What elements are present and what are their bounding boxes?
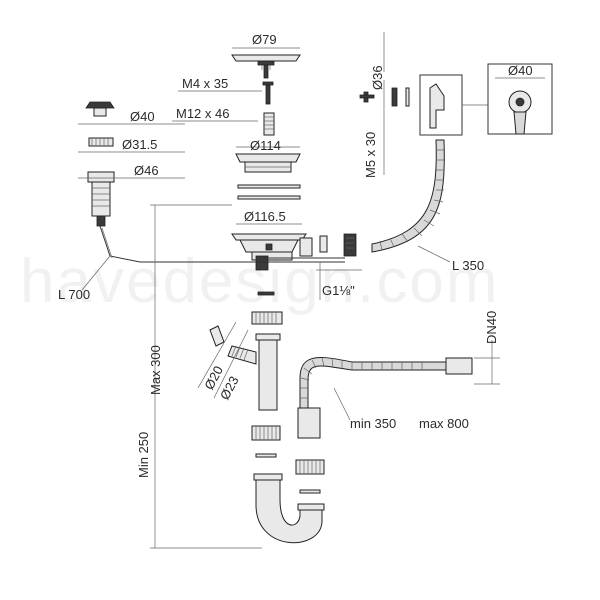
label-g118: G1⅛"	[322, 283, 355, 298]
trap-top-nut	[251, 311, 283, 325]
label-d40-right: Ø40	[508, 63, 533, 78]
washer-2	[237, 195, 301, 200]
dim-d79: Ø79	[232, 32, 300, 49]
label-l700: L 700	[58, 287, 90, 302]
hose-end-connector	[445, 357, 473, 375]
popup-knob-part	[85, 101, 115, 117]
m12-bolt-part	[263, 112, 275, 136]
trap-washer-mid	[255, 453, 277, 458]
label-d114: Ø114	[250, 138, 281, 153]
washer-1	[237, 184, 301, 189]
label-dn40: DN40	[484, 311, 499, 344]
hose-trap-connector	[297, 407, 321, 439]
overflow-gasket-part	[405, 87, 410, 107]
label-min250: Min 250	[136, 432, 151, 478]
trap-washer-right	[299, 489, 321, 494]
trap-nut-left	[251, 425, 281, 441]
m4-screw-part	[262, 81, 274, 105]
overflow-cover-part	[391, 87, 398, 107]
flexible-waste-hose	[299, 357, 447, 409]
label-m5x30: M5 x 30	[363, 132, 378, 178]
popup-body-part	[87, 171, 115, 227]
label-d46: Ø46	[134, 163, 159, 178]
waste-body-part	[231, 233, 345, 271]
trap-tee-part	[255, 333, 281, 411]
label-d79: Ø79	[252, 32, 277, 47]
sink-flange-part	[235, 146, 301, 173]
trap-washer-top	[257, 291, 275, 296]
u-bend-trap	[255, 475, 323, 544]
popup-ring-part	[88, 137, 114, 147]
trap-nut-right	[295, 459, 325, 475]
label-m4x35: M4 x 35	[182, 76, 228, 91]
label-min350: min 350	[350, 416, 396, 431]
label-d36: Ø36	[370, 65, 385, 90]
label-d1165: Ø116.5	[244, 209, 286, 224]
label-m12x46: M12 x 46	[176, 106, 229, 121]
label-max800: max 800	[419, 416, 469, 431]
label-max300: Max 300	[148, 345, 163, 395]
label-d40-left: Ø40	[130, 109, 155, 124]
overflow-washer-part	[319, 235, 328, 253]
label-l350: L 350	[452, 258, 484, 273]
overflow-nut-part	[343, 233, 357, 257]
m5-screw-part	[359, 91, 375, 103]
label-d315: Ø31.5	[122, 137, 157, 152]
dishwasher-spigot-part	[209, 325, 257, 365]
strainer-basket-part	[231, 54, 301, 79]
overflow-hose	[371, 139, 445, 253]
